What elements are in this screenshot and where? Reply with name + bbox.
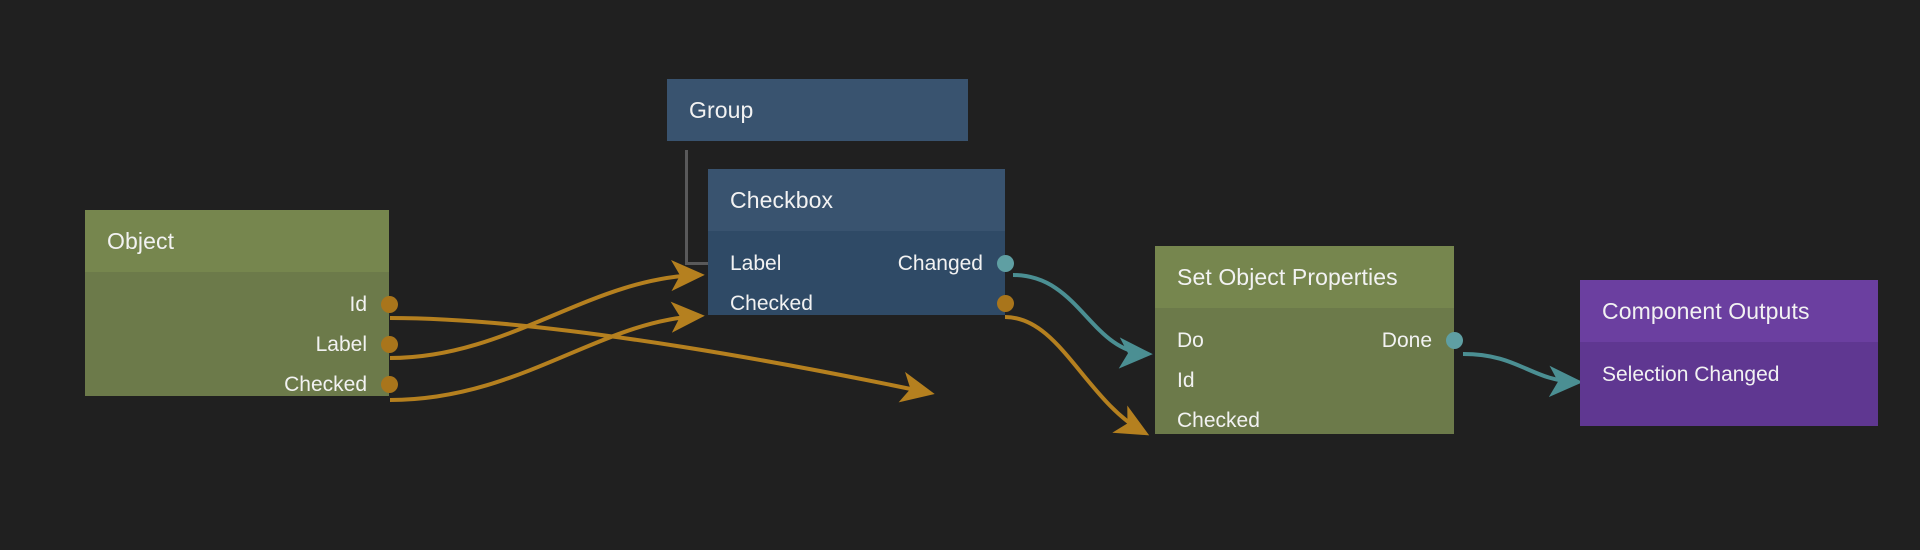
- port-row-object-id[interactable]: Id: [85, 284, 398, 324]
- port-label-object-checked: Checked: [284, 372, 367, 396]
- port-label-checkbox-checked: Checked: [730, 291, 813, 315]
- edge-object-id-to-setprops-id: [389, 316, 935, 403]
- node-group[interactable]: Group: [667, 79, 968, 141]
- port-row-checkbox-checked[interactable]: Checked: [708, 283, 1014, 323]
- node-object-body: Id Label Checked: [85, 272, 398, 396]
- port-label-component-outputs-selection-changed: Selection Changed: [1602, 362, 1780, 386]
- node-group-title: Group: [689, 96, 754, 123]
- node-object-title: Object: [107, 227, 175, 254]
- port-row-setprops-do-done[interactable]: Do Done: [1155, 320, 1463, 360]
- node-set-object-properties-title: Set Object Properties: [1177, 263, 1398, 290]
- port-row-setprops-id[interactable]: Id: [1155, 360, 1454, 400]
- node-object-header[interactable]: Object: [85, 210, 389, 272]
- port-row-object-checked[interactable]: Checked: [85, 364, 398, 404]
- node-object[interactable]: Object Id Label Checked: [85, 210, 398, 396]
- port-label-setprops-do: Do: [1177, 328, 1204, 352]
- port-dot-checkbox-changed[interactable]: [996, 254, 1014, 272]
- port-dot-setprops-done[interactable]: [1445, 331, 1463, 349]
- node-checkbox-title: Checkbox: [730, 186, 834, 213]
- node-group-header[interactable]: Group: [667, 79, 968, 141]
- node-checkbox-body: Label Changed Checked: [708, 231, 1014, 315]
- port-row-object-label[interactable]: Label: [85, 324, 398, 364]
- port-dot-object-checked[interactable]: [380, 375, 398, 393]
- port-dot-object-label[interactable]: [380, 335, 398, 353]
- edge-checkbox-checked-to-setprops-checked: [1004, 315, 1150, 436]
- node-component-outputs-title: Component Outputs: [1602, 297, 1810, 324]
- edge-setprops-done-to-component-outputs: [1462, 352, 1583, 397]
- port-label-object-label: Label: [315, 332, 367, 356]
- port-dot-object-id[interactable]: [380, 295, 398, 313]
- port-row-checkbox-label-changed[interactable]: Label Changed: [708, 243, 1014, 283]
- node-set-object-properties-body: Do Done Id Checked: [1155, 308, 1463, 434]
- port-label-setprops-done: Done: [1381, 328, 1432, 352]
- port-dot-checkbox-checked-out[interactable]: [996, 294, 1014, 312]
- node-component-outputs[interactable]: Component Outputs Selection Changed: [1580, 280, 1878, 426]
- node-checkbox[interactable]: Checkbox Label Changed Checked: [708, 169, 1014, 315]
- port-label-object-id: Id: [349, 292, 367, 316]
- port-label-checkbox-label: Label: [730, 251, 782, 275]
- node-component-outputs-header[interactable]: Component Outputs: [1580, 280, 1878, 342]
- edge-checkbox-changed-to-setprops-do: [1012, 273, 1153, 369]
- port-row-setprops-checked[interactable]: Checked: [1155, 400, 1454, 440]
- port-row-component-outputs-selection-changed[interactable]: Selection Changed: [1580, 354, 1878, 394]
- edge-object-label-to-checkbox-label: [389, 259, 705, 360]
- node-set-object-properties[interactable]: Set Object Properties Do Done Id Checked: [1155, 246, 1463, 434]
- node-set-object-properties-header[interactable]: Set Object Properties: [1155, 246, 1454, 308]
- port-label-setprops-id: Id: [1177, 368, 1195, 392]
- edge-object-checked-to-checkbox-checked: [389, 301, 705, 402]
- node-checkbox-header[interactable]: Checkbox: [708, 169, 1005, 231]
- node-component-outputs-body: Selection Changed: [1580, 342, 1878, 426]
- port-label-setprops-checked: Checked: [1177, 408, 1260, 432]
- port-label-checkbox-changed: Changed: [897, 251, 983, 275]
